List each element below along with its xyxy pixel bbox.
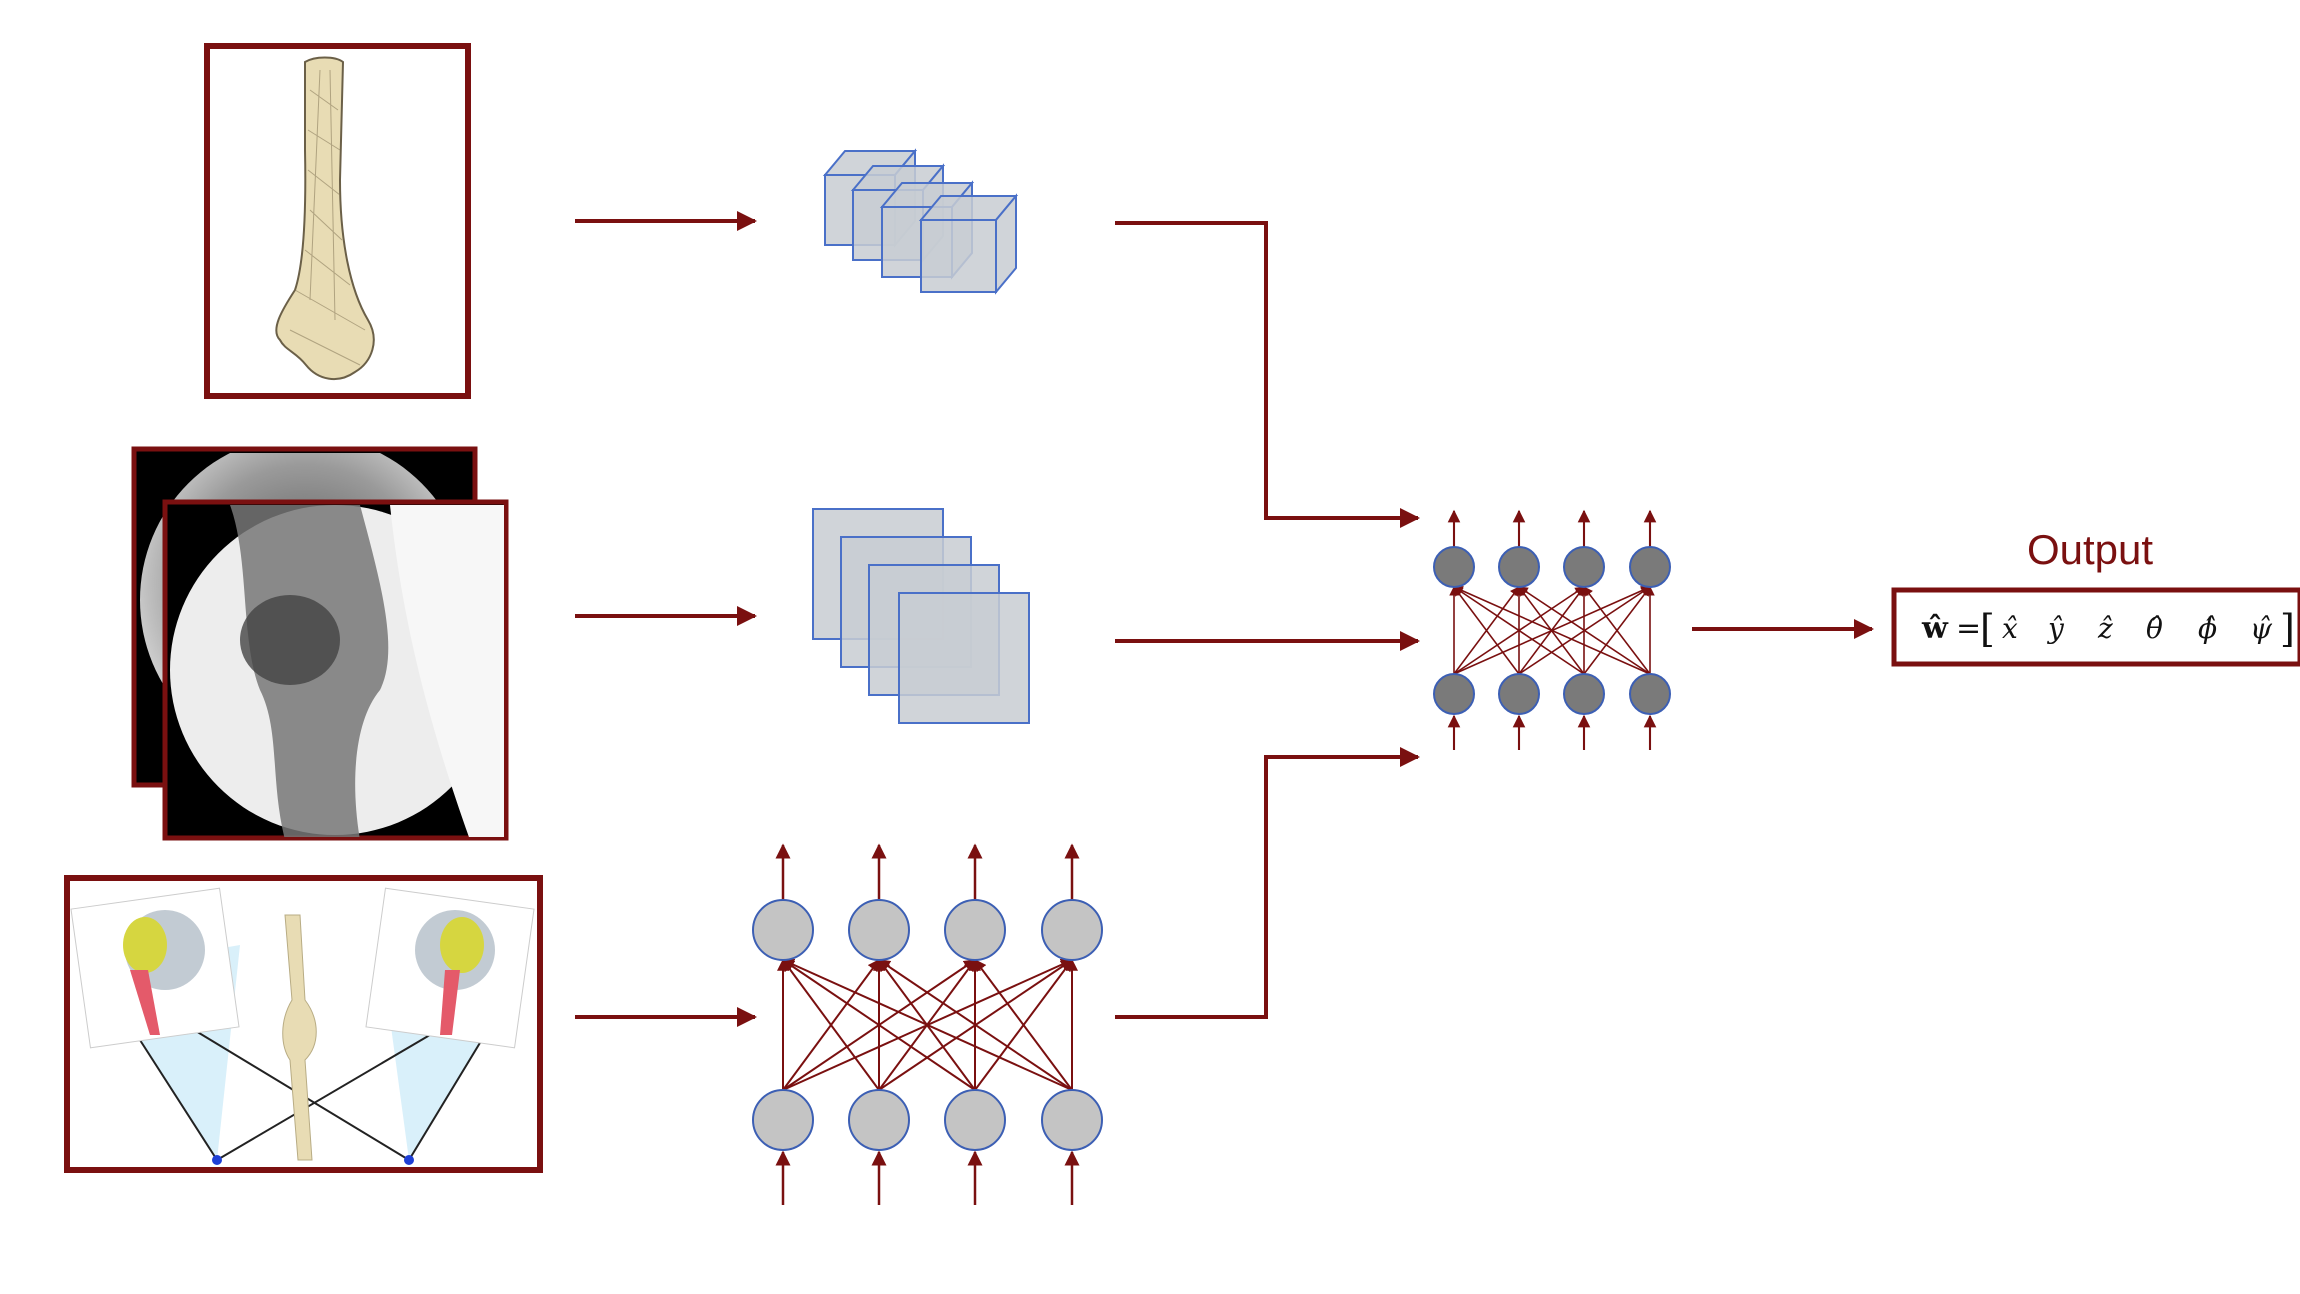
projection-geometry-icon [70,887,535,1165]
fusion-node-top [1433,546,1475,588]
mlp-connection [781,958,1073,1091]
bone-mesh-icon [275,56,375,381]
fusion-node-top [1498,546,1540,588]
fusion-connection [1453,586,1651,675]
mlp-node-top [1041,899,1103,961]
arrow-conv3d-to-fusion [1115,221,1420,528]
projection-geometry-panel [64,875,543,1173]
output-vector-psi: ψ̂ [2250,612,2273,645]
fusion-node-bottom [1498,673,1540,715]
fusion-node-bottom [1563,673,1605,715]
fusion-connection [1583,586,1651,675]
output-box: ŵ = [ x̂ ŷ ẑ θ̂ ϕ̂ ψ̂ ] [1891,587,2300,667]
mlp-node-bottom [848,1089,910,1151]
mlp-node-top [848,899,910,961]
mlp-node-bottom [1041,1089,1103,1151]
mlp-connection [782,959,880,1091]
mlp-icon [752,843,1103,1205]
mlp-node-bottom [752,1089,814,1151]
output-title: Output [2027,526,2153,573]
conv2d-icon [812,508,1030,724]
fusion-network-icon [1433,509,1671,750]
fusion-connection [1453,586,1585,675]
output-vector-y: ŷ [2046,612,2065,645]
fusion-node-bottom [1629,673,1671,715]
arrow-mlp-to-fusion [1115,747,1420,1019]
fusion-node-top [1629,546,1671,588]
mlp-connection [974,959,1073,1091]
output-formula-lhs: ŵ [1921,611,1949,646]
output-formula-eq: = [1956,611,1981,646]
mlp-node-bottom [944,1089,1006,1151]
fusion-node-top [1563,546,1605,588]
mlp-node-top [752,899,814,961]
output-vector-x: x̂ [2002,612,2018,645]
output-bracket-open: [ [1980,607,1995,651]
bone-mesh-panel [204,43,471,399]
fusion-connection [1518,586,1651,675]
output-bracket-close: ] [2280,607,2295,651]
mlp-connection [782,959,976,1091]
xray-icon [162,499,509,841]
output-vector-theta: θ̂ [2146,612,2163,645]
xray-stack [131,446,509,841]
conv3d-icon [822,148,1019,295]
output-vector-z: ẑ [2097,612,2113,645]
mlp-connection [878,959,1073,1091]
fusion-node-bottom [1433,673,1475,715]
fusion-connection [1453,586,1520,675]
mlp-node-top [944,899,1006,961]
output-vector-phi: ϕ̂ [2198,612,2217,645]
